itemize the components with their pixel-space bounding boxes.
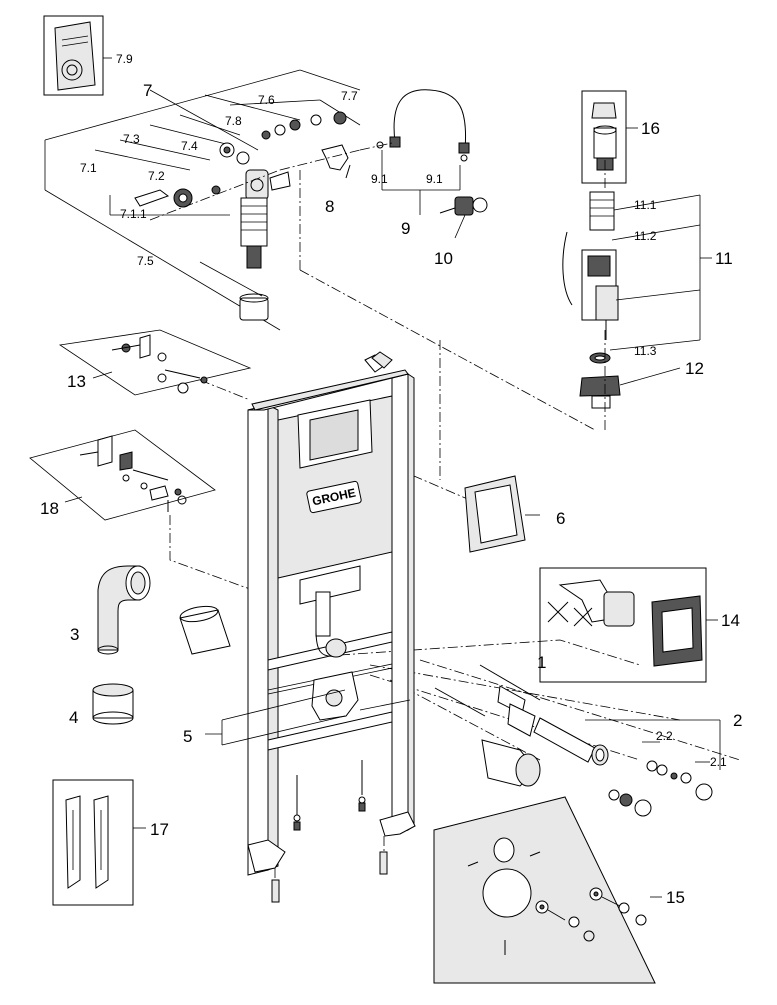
part-11-flush-valve	[562, 191, 712, 364]
part-7-fill-valve	[240, 169, 291, 269]
part-18-fixing-set	[29, 429, 216, 521]
callout-7-7: 7.7	[341, 89, 358, 103]
callout-5: 5	[183, 727, 192, 746]
callout-11-3: 11.3	[634, 344, 657, 358]
part-16-box	[581, 90, 638, 184]
callout-18: 18	[40, 499, 59, 518]
part-3-pan-connector	[97, 565, 151, 655]
callout-11: 11	[715, 249, 733, 268]
callout-11-2: 11.2	[634, 229, 657, 243]
callout-9-1-b: 9.1	[426, 172, 443, 186]
part-4-end-cap	[92, 683, 134, 725]
part-1-threaded-rods	[434, 664, 541, 737]
callout-labels: 7.9 7 7.6 7.7 7.8 7.3 7.4 7.1 7.2 7.1.1 …	[40, 52, 742, 907]
part-5-guides	[205, 689, 411, 746]
callout-7-1: 7.1	[80, 161, 97, 175]
part-9-hose	[376, 89, 470, 215]
callout-10: 10	[434, 249, 453, 268]
part-13-wall-brackets	[58, 329, 252, 396]
callout-2-1: 2.1	[710, 755, 727, 769]
no-drill-icon	[573, 607, 593, 627]
callout-8: 8	[325, 197, 334, 216]
callout-6: 6	[556, 509, 565, 528]
callout-7-2: 7.2	[148, 169, 165, 183]
part-14-box	[539, 567, 718, 683]
part-10-angle-valve	[439, 196, 488, 239]
callout-7-4: 7.4	[181, 139, 198, 153]
callout-9-1-a: 9.1	[371, 172, 388, 186]
part-8-bracket	[321, 144, 351, 179]
callout-16: 16	[641, 119, 660, 138]
callout-12: 12	[685, 359, 704, 378]
callout-7-8: 7.8	[225, 114, 242, 128]
part-6-inspection-cover	[464, 475, 540, 553]
part-15-sound-insulation	[433, 796, 662, 984]
callout-7: 7	[143, 81, 152, 100]
installation-frame	[247, 351, 416, 876]
part-extension-sleeve	[179, 605, 231, 655]
fill-valve-small-parts	[134, 111, 347, 321]
callout-9: 9	[401, 219, 410, 238]
callout-7-6: 7.6	[258, 93, 275, 107]
part-7-9-packet	[43, 15, 112, 96]
part-12-valve-base	[579, 367, 681, 409]
callout-4: 4	[69, 708, 78, 727]
callout-3: 3	[70, 625, 79, 644]
callout-7-3: 7.3	[123, 132, 140, 146]
callout-13: 13	[67, 372, 86, 391]
callout-11-1: 11.1	[634, 198, 657, 212]
callout-2: 2	[733, 711, 742, 730]
part-cistern	[277, 395, 393, 721]
callout-15: 15	[666, 888, 685, 907]
callout-7-5: 7.5	[137, 254, 154, 268]
callout-17: 17	[150, 820, 169, 839]
part-17-box	[52, 779, 146, 906]
callout-14: 14	[721, 611, 740, 630]
callout-7-1-1: 7.1.1	[120, 207, 147, 221]
callout-1: 1	[537, 653, 546, 672]
no-cut-icon	[547, 601, 569, 623]
part-2-flush-pipe	[481, 717, 721, 817]
callout-2-2: 2.2	[656, 729, 673, 743]
callout-7-9: 7.9	[116, 52, 133, 66]
floor-anchors	[271, 760, 388, 903]
